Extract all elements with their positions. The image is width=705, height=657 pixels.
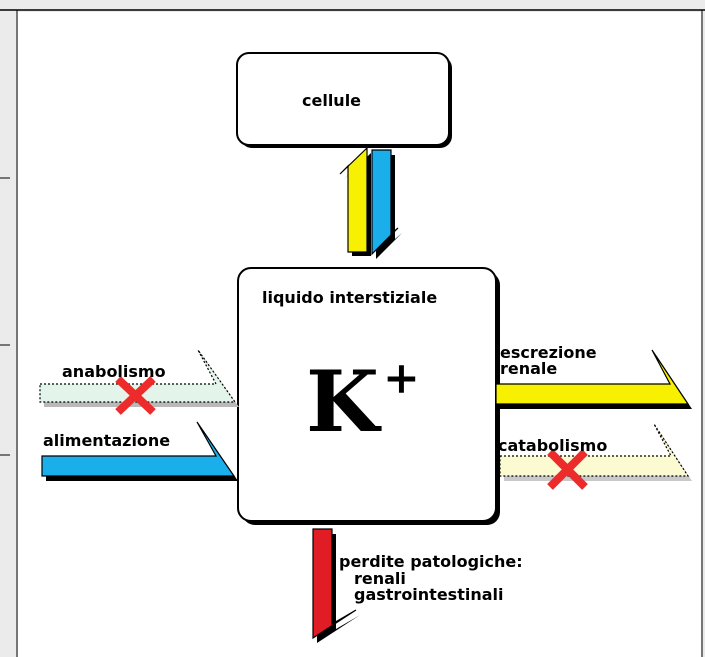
alimentazione-label: alimentazione — [43, 431, 171, 450]
alimentazione-arrow — [41, 421, 236, 477]
cells-label: cellule — [302, 91, 362, 110]
ion-symbol: K — [306, 352, 380, 451]
blue-exchange-arrow — [371, 149, 399, 256]
ion-charge: + — [383, 353, 420, 404]
losses-arrow — [312, 528, 357, 640]
anabolismo-blocked-cross-icon — [115, 376, 156, 415]
catabolismo-arrow — [499, 423, 690, 477]
cells-box — [236, 52, 450, 146]
yellow-exchange-arrow — [339, 146, 368, 253]
anabolismo-arrow — [39, 349, 237, 403]
escrezione-label-line-1: escrezione — [500, 343, 597, 362]
losses-title: perdite patologiche: — [339, 552, 523, 571]
catabolismo-blocked-cross-icon — [547, 449, 588, 490]
catabolismo-label: catabolismo — [498, 436, 608, 455]
losses-item-renali: renali — [354, 569, 406, 588]
escrezione-arrow — [495, 349, 690, 405]
anabolismo-label: anabolismo — [62, 362, 166, 381]
escrezione-label-line-2: renale — [500, 359, 558, 378]
central-box-title: liquido interstiziale — [262, 288, 438, 307]
losses-item-gastrointestinali: gastrointestinali — [354, 585, 504, 604]
potassium-ion-label: K+ — [306, 357, 420, 444]
